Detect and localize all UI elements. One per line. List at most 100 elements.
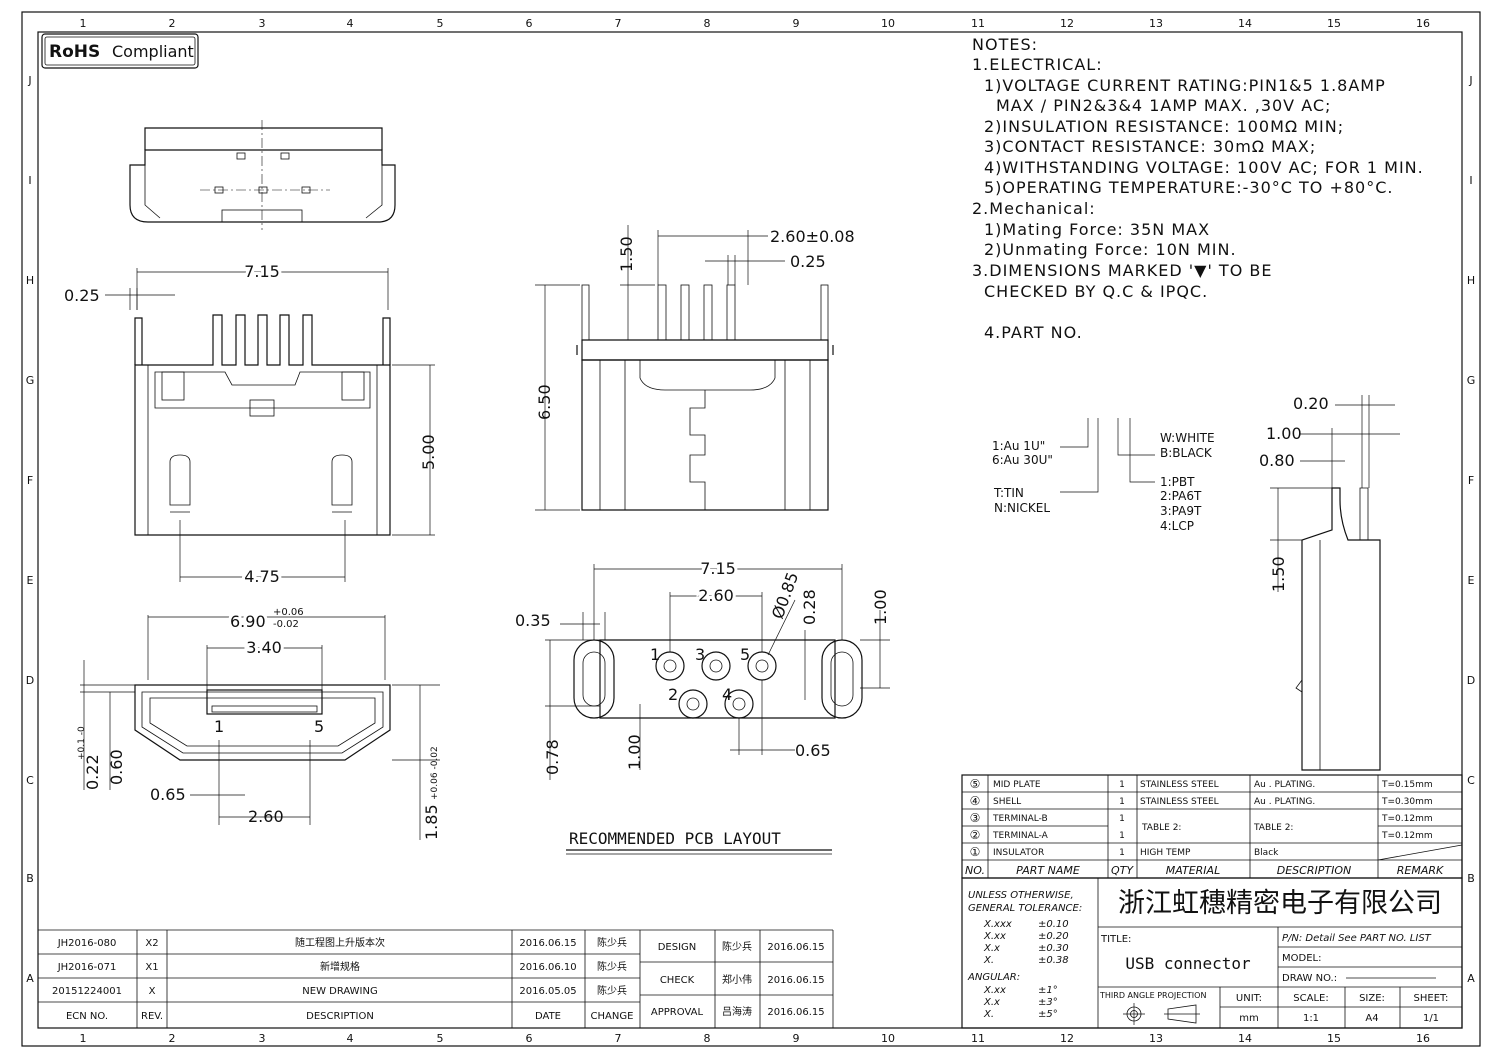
projection-label: THIRD ANGLE PROJECTION [1099,991,1206,1000]
rev-change: 陈少兵 [597,984,627,997]
approval-role: DESIGN [658,942,697,953]
zone-row: F [27,474,33,487]
note-line: 2)Unmating Force: 10N MIN. [984,240,1237,259]
pcb-dim-2-60: 2.60 [698,586,734,605]
part-name: TERMINAL-B [992,814,1048,824]
dim-4-75: 4.75 [244,567,280,586]
part-no: ③ [970,811,981,825]
title-label: TITLE: [1100,934,1131,945]
tol-key: X. [983,955,994,966]
part-number: P/N: Detail See PART NO. LIST [1282,933,1432,944]
legend-text: W:WHITE [1160,431,1215,445]
zone-col: 12 [1060,17,1074,30]
dim-0-65: 0.65 [150,785,186,804]
header-no: NO. [965,864,985,877]
zone-row: J [27,74,31,87]
dim-6-90: 6.90 [230,612,266,631]
front-view: 7.15 0.25 5.00 4.75 [64,259,438,589]
rev-ecn: 20151224001 [52,986,122,997]
zone-col: 3 [259,17,266,30]
approval-role: APPROVAL [651,1007,704,1018]
tol-title-1: UNLESS OTHERWISE, [968,890,1074,901]
zone-col: 4 [347,17,354,30]
notes: NOTES: 1.ELECTRICAL: 1)VOLTAGE CURRENT R… [972,35,1423,342]
zone-row: F [1468,474,1474,487]
part-number-legend: 1:Au 1U" 6:Au 30U" T:TIN N:NICKEL W:WHIT… [992,418,1215,533]
rev-rev: X1 [145,962,158,973]
header-material: MATERIAL [1166,864,1220,877]
unit-value: mm [1239,1013,1258,1024]
legend-text: 2:PA6T [1160,489,1202,503]
zone-col: 5 [437,17,444,30]
legend-text: 6:Au 30U" [992,453,1053,467]
dim-6-90-tol-up: +0.06 [273,607,304,618]
legend-text: 1:PBT [1160,475,1195,489]
rohs-label: RoHS [49,42,100,62]
part-description: TABLE 2: [1253,823,1293,833]
pcb-dim-7-15: 7.15 [700,559,736,578]
zone-row: A [1467,972,1475,985]
part-material: STAINLESS STEEL [1140,797,1219,807]
pcb-pin-1: 1 [650,645,660,664]
note-line: MAX / PIN2&3&4 1AMP MAX. ,30V AC; [996,96,1331,115]
third-angle-projection-icon [1123,1003,1200,1025]
note-line: 1)VOLTAGE CURRENT RATING:PIN1&5 1.8AMP [984,76,1386,95]
tol-value: ±0.20 [1038,931,1069,942]
zone-row: C [1467,774,1475,787]
ang-value: ±5° [1038,1009,1058,1020]
side-dim-0-25: 0.25 [790,252,826,271]
ang-key: X.xx [983,985,1006,996]
pcb-dim-0-28: 0.28 [800,589,819,625]
rev-rev: X2 [145,938,158,949]
rev-rev: X [149,986,156,997]
zone-col: 13 [1149,1032,1163,1045]
part-no: ④ [970,794,981,808]
legend-text: T:TIN [993,486,1024,500]
draw-no-label: DRAW NO.: [1282,973,1337,984]
pcb-dim-0-78: 0.78 [543,739,562,775]
note-line: 2.Mechanical: [972,199,1096,218]
pcb-pin-4: 4 [722,685,732,704]
rohs-badge: RoHS Compliant [41,33,199,69]
pcb-pin-3: 3 [695,645,705,664]
rev-ecn: JH2016-071 [57,962,117,973]
pcb-dim-0-35: 0.35 [515,611,551,630]
part-no: ⑤ [970,777,981,791]
pcb-layout: 1 2 3 4 5 7.15 2.60 Ø0.85 0.28 1.00 0.35… [515,556,890,855]
note-line: 3)CONTACT RESISTANCE: 30mΩ MAX; [984,137,1316,156]
zone-columns-top: 1 2 3 4 5 6 7 8 9 10 11 12 13 14 15 16 [80,17,1431,30]
zone-row: G [26,374,35,387]
dim-7-15: 7.15 [244,262,280,281]
drawing-title: USB connector [1125,954,1251,973]
zone-row: I [28,174,31,187]
part-material: TABLE 2: [1141,823,1181,833]
part-description: Black [1254,848,1279,858]
pcb-pin-5: 5 [740,645,750,664]
zone-row: G [1467,374,1476,387]
rev-header-rev: REV. [141,1011,163,1022]
rev-header-ecn: ECN NO. [66,1011,108,1022]
header-part-name: PART NAME [1016,864,1080,877]
dim-0-25: 0.25 [64,286,100,305]
det-dim-0-80: 0.80 [1259,451,1295,470]
model-label: MODEL: [1282,953,1321,964]
note-line: 1)Mating Force: 35N MAX [984,220,1210,239]
tol-value: ±0.38 [1038,955,1069,966]
zone-row: C [26,774,34,787]
zone-col: 5 [437,1032,444,1045]
side-dim-6-50: 6.50 [535,384,554,420]
revision-table: JH2016-080 X2 随工程图上升版本次 2016.06.15 陈少兵 J… [38,929,834,1028]
zone-col: 11 [971,17,985,30]
part-name: MID PLATE [993,780,1041,790]
part-remark: T=0.15mm [1381,780,1433,790]
pcb-pin-2: 2 [668,685,678,704]
zone-row: B [1467,872,1475,885]
company-name: 浙江虹穗精密电子有限公司 [1118,888,1442,919]
part-no: ① [970,845,981,859]
dim-0-60: 0.60 [107,749,126,785]
pin-1-label: 1 [214,717,224,736]
rev-date: 2016.06.10 [519,962,576,973]
zone-col: 16 [1416,1032,1430,1045]
rev-header-date: DATE [535,1011,561,1022]
